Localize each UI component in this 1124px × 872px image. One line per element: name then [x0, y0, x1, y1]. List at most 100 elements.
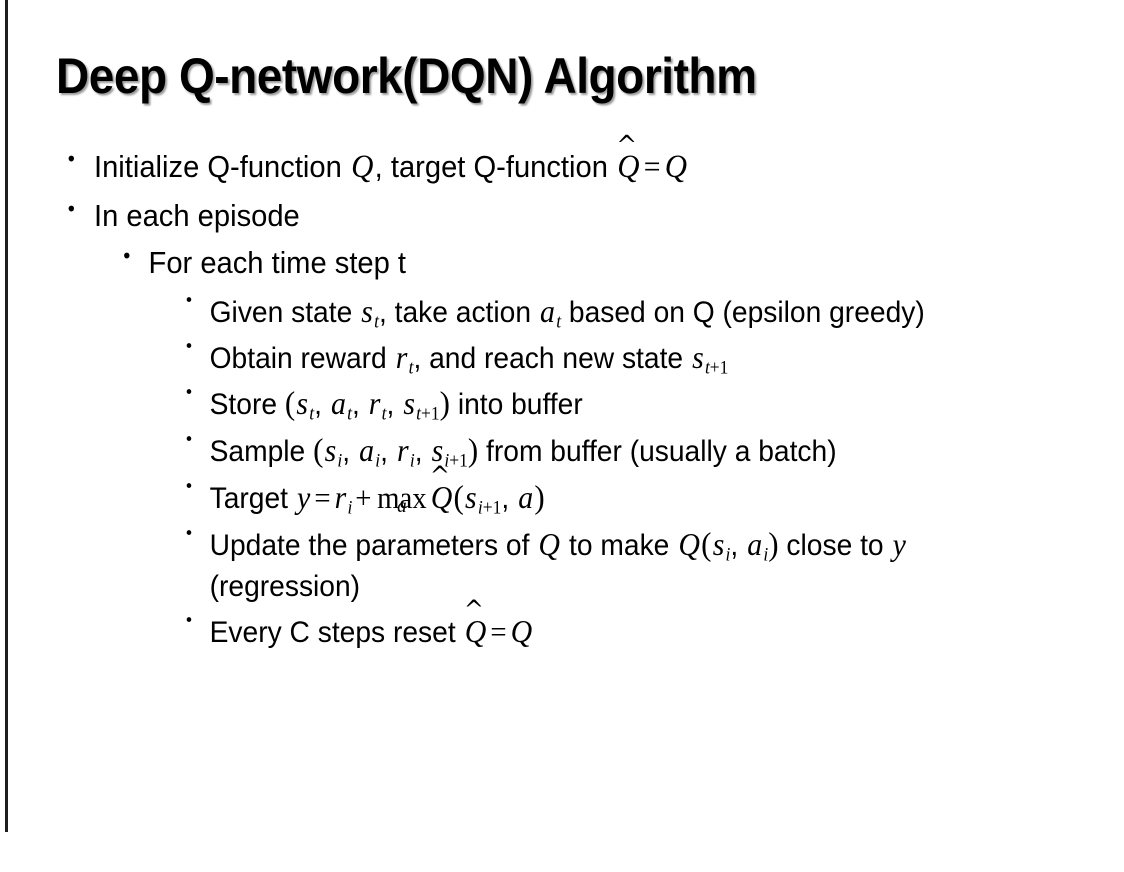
- bullet-reset-target-network: • Every C steps reset ^Q=Q: [0, 594, 1057, 654]
- math-var-q: Q: [538, 526, 561, 562]
- bullet-update-parameters: • Update the parameters of Q to make Q(s…: [0, 523, 1057, 609]
- math-op-plus: +: [355, 480, 372, 515]
- math-var-a: a: [540, 294, 556, 330]
- text-fragment: , take action: [378, 296, 539, 330]
- math-paren-open: (: [701, 526, 712, 563]
- math-var-s: s: [296, 385, 309, 421]
- bullet-text: Initialize Q-function Q, target Q-functi…: [94, 133, 1057, 189]
- text-fragment: Update the parameters of: [209, 528, 538, 562]
- text-fragment: ,: [314, 387, 330, 421]
- bullet-dot-icon: •: [184, 523, 194, 544]
- bullet-dot-icon: •: [65, 147, 77, 171]
- math-subscript: i: [409, 450, 415, 472]
- bullet-dot-icon: •: [184, 382, 194, 403]
- text-fragment: ,: [730, 528, 747, 562]
- math-subscript: t+1: [416, 403, 440, 425]
- math-var-s-next: s: [431, 432, 444, 468]
- hat-accent-icon: ^: [616, 130, 638, 161]
- bullet-text: Given state st, take action at based on …: [210, 290, 1057, 334]
- bullet-store-transition: • Store (st, at, rt, st+1) into buffer: [0, 382, 1057, 427]
- math-subscript: t: [347, 403, 352, 425]
- math-paren-open: (: [284, 385, 296, 422]
- math-var-y: y: [892, 526, 906, 562]
- math-subscript: t: [374, 311, 379, 333]
- bullet-text: Update the parameters of Q to make Q(si,…: [210, 523, 1057, 609]
- bullet-dot-icon: •: [184, 337, 194, 358]
- math-op-equals: =: [490, 615, 507, 650]
- bullet-sample-batch: • Sample (si, ai, ri, si+1) from buffer …: [0, 429, 1057, 474]
- math-subscript: t: [381, 403, 387, 425]
- page-title: Deep Q-network(DQN) Algorithm: [56, 48, 757, 104]
- math-subscript: t: [408, 357, 414, 379]
- math-var-y: y: [297, 479, 311, 515]
- math-var-q: Q: [510, 614, 533, 650]
- text-fragment: Store: [209, 387, 285, 421]
- bullet-dot-icon: •: [184, 611, 194, 632]
- bullet-text: Obtain reward rt, and reach new state st…: [210, 336, 1057, 380]
- math-var-q-hat: ^Q: [463, 594, 487, 650]
- math-paren-close: ): [534, 479, 545, 516]
- text-fragment: Target: [209, 481, 296, 515]
- math-var-a: a: [359, 432, 375, 468]
- text-fragment: ,: [501, 481, 517, 515]
- bullet-text: Store (st, at, rt, st+1) into buffer: [210, 382, 1057, 427]
- bullet-dot-icon: •: [184, 476, 194, 497]
- bullet-dot-icon: •: [184, 429, 194, 450]
- math-subscript: t: [309, 403, 315, 425]
- math-var-q-hat: ^Q: [429, 459, 453, 515]
- math-paren-open: (: [453, 479, 464, 516]
- math-subscript: t: [556, 311, 562, 333]
- bullet-dot-icon: •: [184, 291, 194, 312]
- math-var-a: a: [330, 385, 346, 421]
- math-var-s: s: [465, 479, 477, 515]
- bullet-given-state: • Given state st, take action at based o…: [0, 290, 1057, 334]
- slide-left-rule: [5, 0, 8, 832]
- math-subscript: i+1: [444, 450, 468, 472]
- math-paren-close: ): [768, 526, 779, 563]
- math-var-r: r: [397, 432, 409, 468]
- text-fragment: based on Q (epsilon greedy): [561, 296, 925, 330]
- math-op-equals: =: [643, 149, 661, 184]
- text-fragment: into buffer: [449, 387, 583, 421]
- math-max-limit: a: [397, 495, 407, 518]
- math-subscript: t+1: [704, 357, 729, 379]
- bullet-list: • Initialize Q-function Q, target Q-func…: [0, 133, 1124, 656]
- bullet-text: Sample (si, ai, ri, si+1) from buffer (u…: [210, 429, 1057, 474]
- math-var-s: s: [692, 340, 704, 376]
- math-paren-close: ): [467, 432, 479, 469]
- math-var-q2: Q: [678, 526, 700, 562]
- text-fragment: ,: [386, 387, 403, 421]
- text-fragment: Every C steps reset: [209, 616, 464, 650]
- text-fragment: ,: [351, 387, 368, 421]
- math-op-equals: =: [314, 480, 331, 515]
- math-var-s: s: [324, 432, 337, 468]
- text-fragment: from buffer (usually a batch): [478, 434, 837, 468]
- hat-accent-icon: ^: [429, 459, 450, 490]
- math-var-q2: Q: [664, 149, 688, 185]
- text-fragment: Initialize Q-function: [94, 149, 350, 184]
- text-fragment: Sample: [209, 434, 314, 468]
- math-subscript: i: [763, 544, 769, 566]
- text-fragment: (regression): [209, 570, 361, 604]
- bullet-text: For each time step t: [148, 245, 407, 280]
- text-fragment: , and reach new state: [413, 342, 691, 376]
- text-fragment: close to: [778, 528, 892, 562]
- bullet-dot-icon: •: [65, 196, 77, 221]
- bullet-dot-icon: •: [121, 244, 133, 268]
- math-subscript: i: [337, 450, 343, 472]
- text-fragment: ,: [414, 434, 431, 468]
- bullet-obtain-reward: • Obtain reward rt, and reach new state …: [0, 336, 1057, 380]
- math-var-s-next: s: [403, 385, 415, 421]
- math-var-s: s: [361, 294, 373, 330]
- math-var-r: r: [395, 340, 408, 376]
- math-var-s: s: [712, 526, 725, 562]
- text-fragment: ,: [380, 434, 396, 468]
- math-var-a: a: [747, 526, 763, 562]
- bullet-for-each-time-step: • For each time step t: [0, 243, 1057, 283]
- math-var-r: r: [334, 479, 347, 515]
- math-var-q: Q: [351, 149, 374, 185]
- bullet-text: Every C steps reset ^Q=Q: [209, 594, 1057, 654]
